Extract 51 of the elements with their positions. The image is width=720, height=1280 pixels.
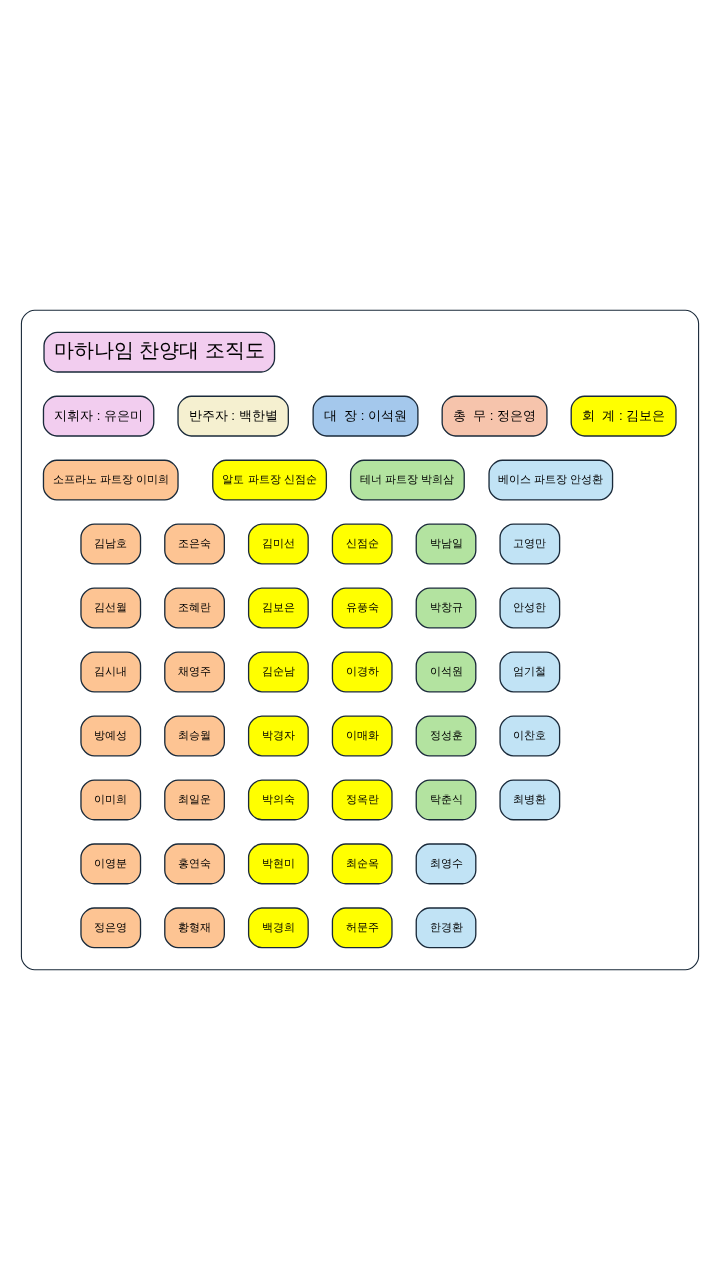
node-box: 마하나임 찬양대 조직도 bbox=[43, 331, 276, 373]
node-box: 이매화 bbox=[331, 715, 393, 757]
node-box: 한경환 bbox=[415, 907, 477, 949]
node-box: 조혜란 bbox=[164, 587, 225, 629]
node-box: 테너 파트장 박희삼 bbox=[349, 459, 465, 501]
node-box: 이석원 bbox=[415, 651, 477, 693]
node-box: 박창규 bbox=[415, 587, 477, 629]
node-box: 이경하 bbox=[331, 651, 393, 693]
node-box: 엄기철 bbox=[499, 651, 561, 693]
node-box: 홍연숙 bbox=[164, 843, 225, 885]
node-box: 박의숙 bbox=[247, 779, 309, 821]
node-box: 총 무 : 정은영 bbox=[441, 395, 548, 437]
node-box: 김보은 bbox=[247, 587, 309, 629]
node-box: 박현미 bbox=[247, 843, 309, 885]
node-box: 고영만 bbox=[499, 523, 561, 565]
node-box: 채영주 bbox=[164, 651, 225, 693]
node-box: 조은숙 bbox=[164, 523, 225, 565]
node-box: 이영분 bbox=[80, 843, 142, 885]
node-box: 이미희 bbox=[80, 779, 142, 821]
node-box: 최승월 bbox=[164, 715, 225, 757]
node-box: 대 장 : 이석원 bbox=[312, 395, 419, 437]
node-box: 알토 파트장 신점순 bbox=[212, 459, 328, 501]
node-box: 최영수 bbox=[415, 843, 477, 885]
node-box: 허문주 bbox=[331, 907, 393, 949]
node-box: 탁춘식 bbox=[415, 779, 477, 821]
node-box: 방예성 bbox=[80, 715, 142, 757]
node-box: 유풍숙 bbox=[331, 587, 393, 629]
cluster bbox=[20, 309, 700, 971]
node-box: 반주자 : 백한별 bbox=[177, 395, 289, 437]
node-box: 정성훈 bbox=[415, 715, 477, 757]
node-box: 김선월 bbox=[80, 587, 142, 629]
node-box: 정옥란 bbox=[331, 779, 393, 821]
node-box: 소프라노 파트장 이미희 bbox=[42, 459, 179, 501]
node-box: 정은영 bbox=[80, 907, 142, 949]
node-box: 최순옥 bbox=[331, 843, 393, 885]
node-box: 베이스 파트장 안성환 bbox=[488, 459, 614, 501]
node-box: 김시내 bbox=[80, 651, 142, 693]
node-box: 이찬호 bbox=[499, 715, 561, 757]
node-box: 최일운 bbox=[164, 779, 225, 821]
node-box: 박경자 bbox=[247, 715, 309, 757]
node-box: 황형재 bbox=[164, 907, 225, 949]
node-box: 백경희 bbox=[247, 907, 309, 949]
node-box: 김남호 bbox=[80, 523, 142, 565]
node-box: 김순남 bbox=[247, 651, 309, 693]
node-box: 김미선 bbox=[247, 523, 309, 565]
node-box: 지휘자 : 유은미 bbox=[42, 395, 155, 437]
node-box: 회 계 : 김보은 bbox=[570, 395, 677, 437]
node-box: 박남일 bbox=[415, 523, 477, 565]
node-box: 최병환 bbox=[499, 779, 561, 821]
node-box: 신점순 bbox=[331, 523, 393, 565]
node-box: 안성한 bbox=[499, 587, 561, 629]
